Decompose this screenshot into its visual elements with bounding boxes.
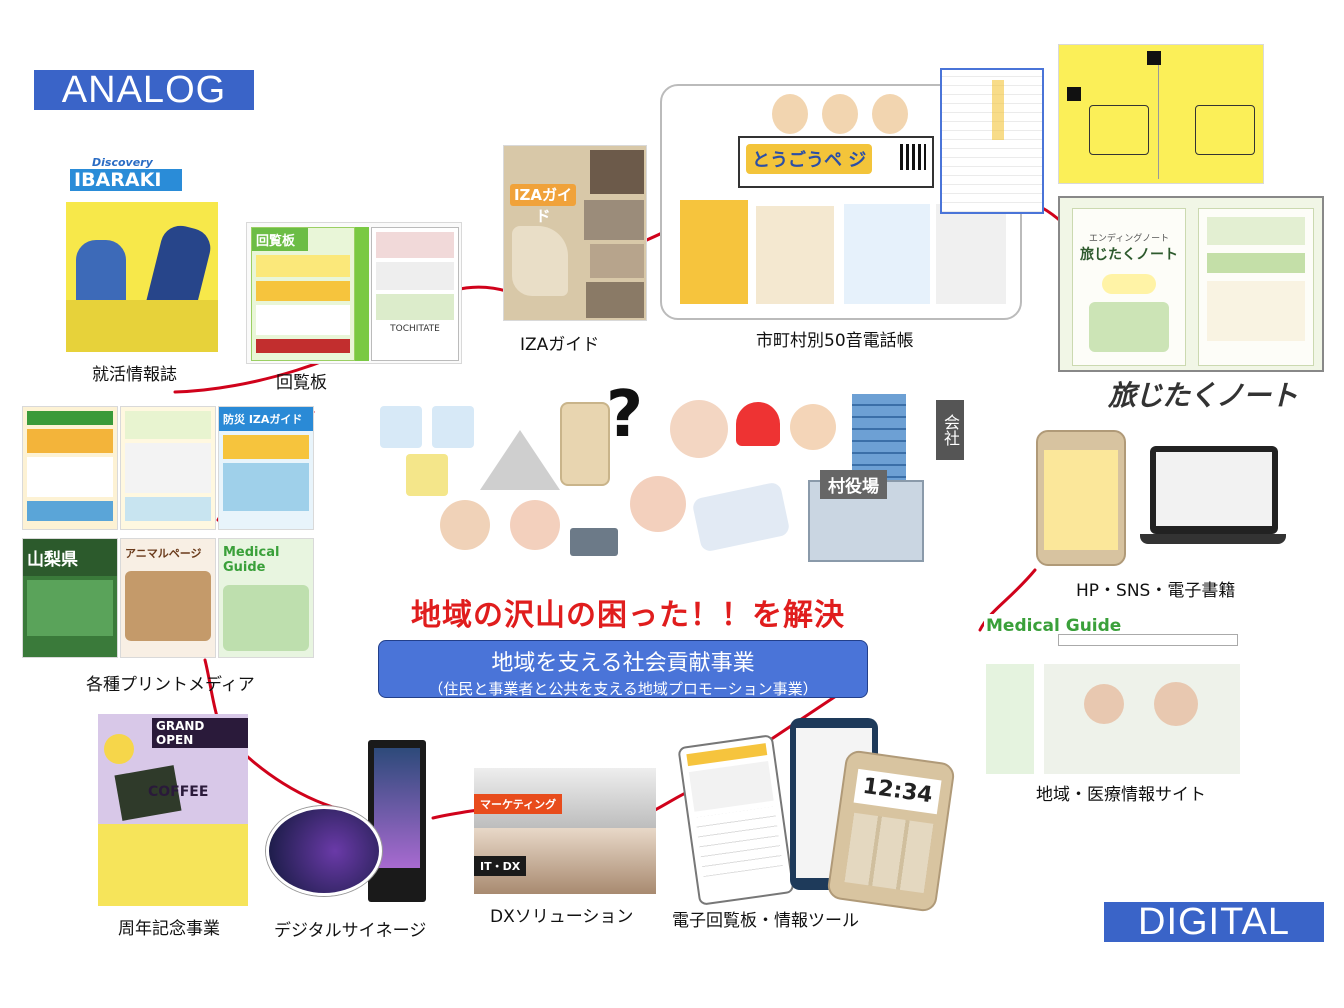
medical-site-thumbnail: Medical Guide (984, 614, 1246, 776)
signage-illustration (264, 740, 434, 910)
sub-title: （住民と事業者と公共を支える地域プロモーション事業） (428, 680, 818, 698)
hp-devices (1036, 430, 1286, 566)
village-office-building: 村役場 (808, 470, 924, 562)
iza-thumbnail: IZAガイド (503, 145, 647, 321)
bed-icon (691, 481, 791, 553)
elderly-woman-icon (510, 500, 560, 550)
water-drop-icon (432, 406, 474, 448)
print-thumbnail-animal: アニマルページ (120, 538, 216, 658)
tablet-device (677, 734, 795, 906)
village-office-sign: 村役場 (820, 470, 887, 499)
kairanban-caption: 回覧板 (276, 373, 327, 393)
medical-caption: 地域・医療情報サイト (1036, 785, 1206, 805)
signage-photo (266, 806, 382, 896)
question-mark-icon: ? (606, 378, 644, 452)
kairanban-thumbnail: 回覧板 TOCHITATE (246, 222, 462, 364)
thumb-title: アニマルページ (125, 547, 202, 560)
thumb-subtitle: COFFEE (148, 784, 209, 800)
phone-clock: 12:34 (853, 768, 942, 815)
dx-caption: DXソリューション (490, 907, 634, 927)
lightbulb-icon (406, 454, 448, 496)
signage-stand (368, 740, 426, 902)
anniversary-caption: 周年記念事業 (118, 919, 220, 939)
ekairan-caption: 電子回覧板・情報ツール (672, 911, 859, 931)
laptop-icon (570, 528, 618, 556)
smartphone-icon (560, 402, 610, 486)
thumb-title: とうごうペ ジ (746, 144, 873, 174)
thumb-title: IZAガイド (510, 184, 576, 225)
iza-caption: IZAガイド (520, 335, 600, 355)
main-title-box: 地域を支える社会貢献事業 （住民と事業者と公共を支える地域プロモーション事業） (378, 640, 868, 698)
center-illustration: ? 会社 村役場 (380, 380, 970, 570)
thumb-subtitle: エンディングノート (1088, 234, 1170, 244)
thumb-footer: TOCHITATE (390, 324, 440, 334)
thumb-subtitle: Discovery (92, 156, 153, 169)
denwacho-page-thumbnail (940, 68, 1044, 214)
senior-phone-device: 12:34 (826, 749, 956, 913)
thumb-title: Medical Guide (986, 616, 1122, 636)
hp-caption: HP・SNS・電子書籍 (1076, 581, 1236, 601)
dx-thumbnail: マーケティング IT・DX (474, 768, 656, 894)
alarm-icon (736, 402, 780, 446)
eating-elderly-icon (630, 476, 686, 532)
analog-label: ANALOG (34, 69, 254, 111)
laptop-device (1150, 446, 1278, 534)
shukatsu-thumbnail: Discovery IBARAKI (66, 150, 218, 352)
marketing-tag: マーケティング (474, 794, 563, 814)
signage-caption: デジタルサイネージ (274, 921, 427, 941)
thumb-title: GRAND OPEN (152, 718, 248, 748)
thumb-title: 防災 IZAガイド (219, 407, 313, 431)
headline: 地域の沢山の困った！！を解決 (411, 598, 845, 633)
smartphone-device (1036, 430, 1126, 566)
faucet-icon (380, 406, 422, 448)
ekairan-devices: 12:34 (677, 716, 976, 913)
print-thumbnail-1 (22, 406, 118, 530)
tabi-thumbnail: エンディングノート 旅じたくノート (1058, 196, 1324, 372)
tabi-logo-caption: 旅じたくノート (1108, 379, 1298, 412)
print-caption: 各種プリントメディア (86, 675, 255, 695)
thumb-title: 山梨県 (23, 539, 117, 576)
anniversary-thumbnail: GRAND OPEN COFFEE (98, 714, 248, 906)
thumb-title: 回覧板 (252, 228, 308, 251)
yellow-pages-thumbnail (1058, 44, 1264, 184)
print-thumbnail-2 (120, 406, 216, 530)
digital-label: DIGITAL (1104, 901, 1324, 943)
shukatsu-caption: 就活情報誌 (92, 365, 177, 385)
thumb-title: IBARAKI (70, 169, 182, 191)
company-sign: 会社 (936, 400, 964, 460)
print-thumbnail-iza: 防災 IZAガイド (218, 406, 314, 530)
worried-man-icon (790, 404, 836, 450)
print-thumbnail-yamanashi: 山梨県 (22, 538, 118, 658)
elderly-man-icon (440, 500, 490, 550)
denwacho-caption: 市町村別50音電話帳 (756, 331, 914, 351)
thumb-title: 旅じたくノート (1080, 247, 1178, 263)
thumb-title: Medical Guide (223, 545, 280, 575)
print-thumbnail-medical: Medical Guide (218, 538, 314, 658)
main-title: 地域を支える社会貢献事業 (491, 651, 755, 676)
roof-repair-icon (480, 430, 560, 490)
grandma-icon (670, 400, 728, 458)
itdx-tag: IT・DX (474, 856, 527, 876)
